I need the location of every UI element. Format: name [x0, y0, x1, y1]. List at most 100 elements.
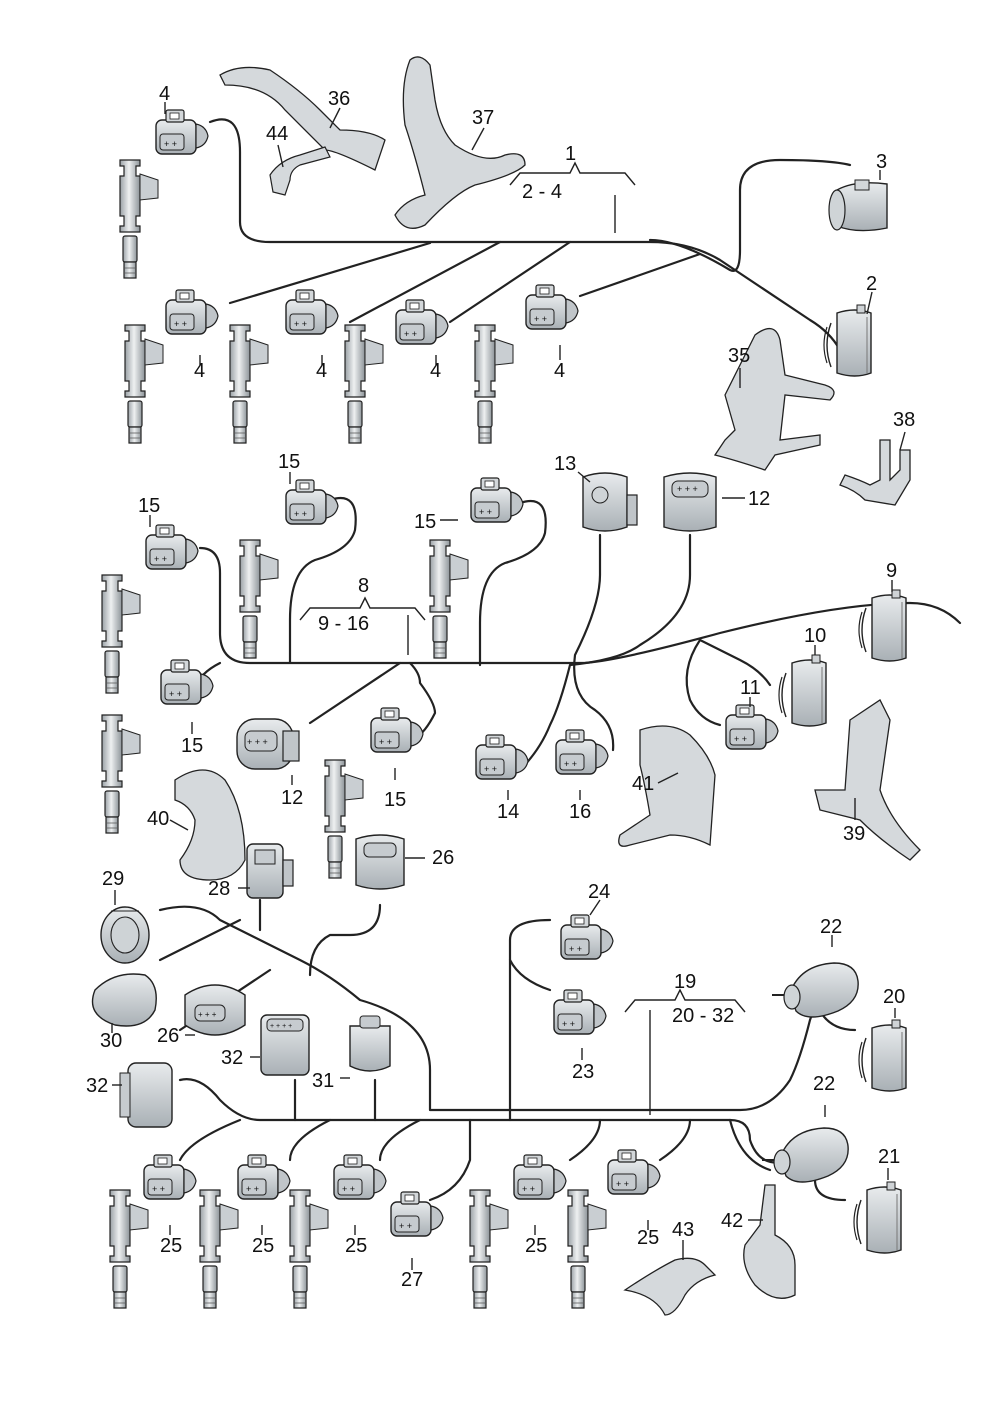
connector-12-lower-icon: + + + — [236, 718, 300, 770]
label-13: 13 — [554, 453, 576, 475]
connector-26-lower-icon: + + + — [184, 984, 246, 1036]
connector-31-icon — [349, 1015, 391, 1072]
connector-3-icon — [828, 179, 888, 232]
label-30: 30 — [100, 1030, 122, 1052]
injector-icon — [344, 324, 384, 444]
svg-text:+ + +: + + + — [247, 737, 268, 747]
label-40: 40 — [147, 808, 169, 830]
injector-plug-icon — [370, 707, 424, 753]
label-22-lower: 22 — [813, 1073, 835, 1095]
svg-text:+ + + +: + + + + — [270, 1023, 292, 1030]
label-25-a: 25 — [160, 1235, 182, 1257]
injector-icon — [119, 159, 159, 279]
label-15-d: 15 — [181, 735, 203, 757]
injector-icon — [289, 1189, 329, 1309]
connector-12-upper-icon: + + + — [663, 472, 717, 532]
bracket-42 — [743, 1184, 796, 1299]
injector-plug-icon — [160, 659, 214, 705]
label-28: 28 — [208, 878, 230, 900]
label-10: 10 — [804, 625, 826, 647]
label-43: 43 — [672, 1219, 694, 1241]
label-39: 39 — [843, 823, 865, 845]
label-15-a: 15 — [278, 451, 300, 473]
label-16: 16 — [569, 801, 591, 823]
bracket-35 — [713, 328, 835, 471]
injector-plug-icon — [525, 284, 579, 330]
bracket-37 — [394, 56, 526, 229]
injector-plug-icon — [513, 1154, 567, 1200]
injector-icon — [239, 539, 279, 659]
label-41: 41 — [632, 773, 654, 795]
label-15-b: 15 — [138, 495, 160, 517]
label-25-b: 25 — [252, 1235, 274, 1257]
label-25-e: 25 — [637, 1227, 659, 1249]
injector-icon — [101, 714, 141, 834]
label-12-lower: 12 — [281, 787, 303, 809]
label-15-e: 15 — [384, 789, 406, 811]
bracket-36 — [219, 66, 386, 171]
label-26-upper: 26 — [432, 847, 454, 869]
label-2-4: 2 - 4 — [522, 181, 562, 203]
label-2: 2 — [866, 273, 877, 295]
injector-plug-icon — [560, 914, 614, 960]
connector-29-icon — [100, 906, 150, 964]
injector-icon — [469, 1189, 509, 1309]
harness-1 — [208, 118, 852, 352]
connector-10-icon — [778, 654, 827, 727]
label-19: 19 — [674, 971, 696, 993]
label-9: 9 — [886, 560, 897, 582]
label-32-lower: 32 — [86, 1075, 108, 1097]
label-9-16: 9 - 16 — [318, 613, 369, 635]
injector-icon — [101, 574, 141, 694]
bracket-43 — [623, 1257, 717, 1316]
label-42: 42 — [721, 1210, 743, 1232]
label-38: 38 — [893, 409, 915, 431]
callout-labels: 1 2 - 4 2 3 4 4 4 4 4 8 9 - 16 9 10 11 1… — [86, 83, 915, 1291]
harness-8 — [193, 497, 962, 772]
bracket-41 — [618, 725, 716, 847]
label-32-upper: 32 — [221, 1047, 243, 1069]
label-4-c: 4 — [430, 360, 441, 382]
injector-plug-icon — [143, 1154, 197, 1200]
label-12-upper: 12 — [748, 488, 770, 510]
label-4-a: 4 — [194, 360, 205, 382]
injector-plug-icon — [165, 289, 219, 335]
label-3: 3 — [876, 151, 887, 173]
label-22-upper: 22 — [820, 916, 842, 938]
connector-28-icon — [246, 843, 294, 899]
connector-20-icon — [858, 1019, 907, 1092]
connector-9-icon — [858, 589, 907, 662]
connector-2-icon — [823, 304, 872, 377]
injector-plug-icon — [145, 524, 199, 570]
injector-icon — [229, 324, 269, 444]
injector-plug-icon — [470, 477, 524, 523]
label-20-32: 20 - 32 — [672, 1005, 734, 1027]
label-4-top: 4 — [159, 83, 170, 105]
label-35: 35 — [728, 345, 750, 367]
label-4-d: 4 — [554, 360, 565, 382]
label-21: 21 — [878, 1146, 900, 1168]
label-44: 44 — [266, 123, 288, 145]
connector-32-upper-icon: + + + + — [260, 1014, 310, 1076]
connector-30-icon — [91, 973, 157, 1027]
label-4-b: 4 — [316, 360, 327, 382]
injector-plug-icon — [333, 1154, 387, 1200]
injector-plug-icon — [237, 1154, 291, 1200]
connector-32-lower-icon — [119, 1062, 173, 1128]
bracket-39 — [814, 699, 921, 861]
label-20: 20 — [883, 986, 905, 1008]
bracket-38 — [839, 439, 911, 506]
connector-21-icon — [853, 1181, 902, 1254]
label-36: 36 — [328, 88, 350, 110]
label-23: 23 — [572, 1061, 594, 1083]
injector-plug-icon — [395, 299, 449, 345]
injector-plug-icon — [155, 109, 209, 155]
label-25-c: 25 — [345, 1235, 367, 1257]
injector-icon — [199, 1189, 239, 1309]
label-26-lower: 26 — [157, 1025, 179, 1047]
bracket-40 — [174, 769, 246, 881]
connector-22-lower-icon — [761, 1127, 850, 1183]
injector-icon — [474, 324, 514, 444]
label-31: 31 — [312, 1070, 334, 1092]
